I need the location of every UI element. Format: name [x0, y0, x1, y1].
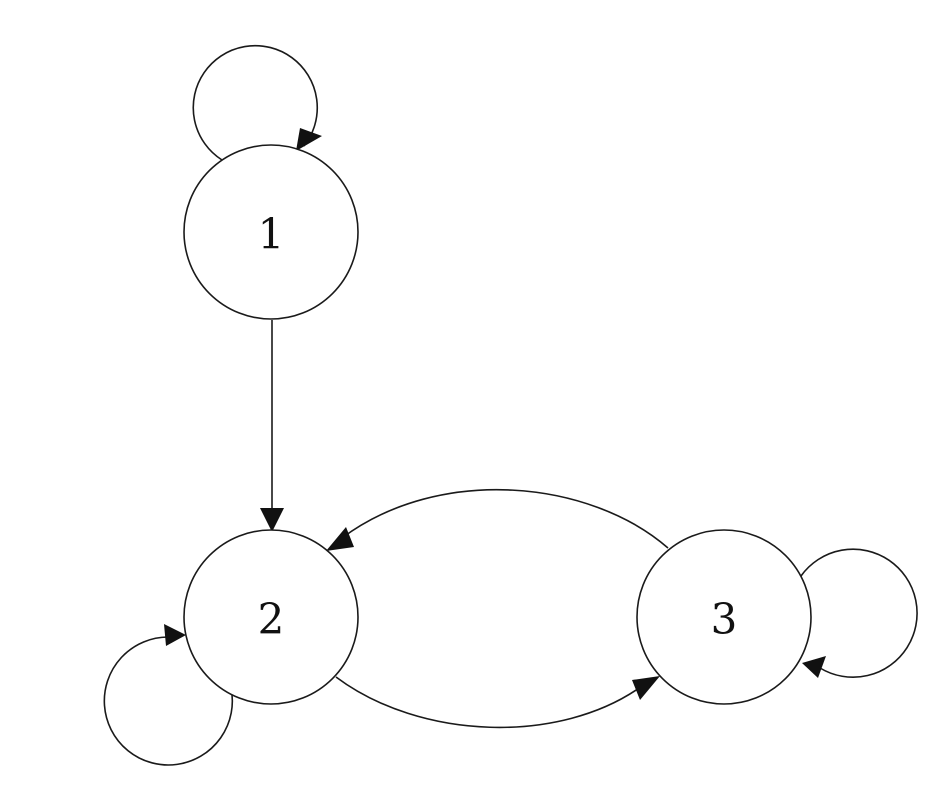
arrowhead-2-to-2	[164, 624, 186, 646]
node-1-label: 1	[258, 210, 285, 259]
node-3-circle	[636, 529, 812, 705]
node-2-circle	[183, 529, 359, 705]
node-1-circle	[183, 144, 359, 320]
edge-3-to-3-self-loop	[800, 548, 918, 678]
edge-1-to-1-self-loop	[192, 44, 319, 161]
node-3-label: 3	[711, 595, 738, 644]
arrowhead-3-to-3	[802, 656, 826, 678]
node-3: 3	[636, 529, 812, 705]
edges	[103, 44, 918, 766]
arrowhead-1-to-1	[296, 128, 322, 151]
arrowhead-3-to-2	[326, 527, 354, 551]
edge-2-to-3	[335, 676, 643, 729]
node-2: 2	[183, 529, 359, 705]
arrowhead-1-to-2	[260, 508, 284, 532]
node-2-label: 2	[258, 595, 285, 644]
arrowhead-2-to-3	[632, 676, 660, 700]
edge-2-to-2-self-loop	[103, 636, 234, 766]
node-1: 1	[183, 144, 359, 320]
edge-3-to-2	[341, 488, 669, 549]
